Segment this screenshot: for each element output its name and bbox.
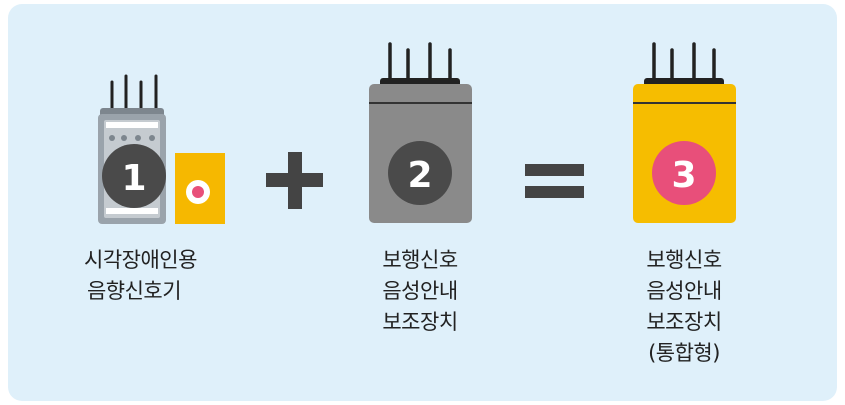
voice-guidance-device: 2 — [369, 42, 472, 223]
badge-2 — [388, 141, 452, 205]
caption-2-line-3: 보조장치 — [382, 310, 458, 334]
caption-2-line-2: 음성안내 — [382, 279, 458, 303]
caption-2-line-1: 보행신호 — [382, 248, 458, 272]
caption-3-line-2: 음성안내 — [646, 279, 722, 303]
badge-3 — [652, 141, 716, 205]
caption-1-line-1: 시각장애인용 — [84, 248, 197, 272]
equals-icon — [525, 164, 584, 198]
caption-3-line-3: 보조장치 — [646, 310, 722, 334]
caption-1-line-2: 음향신호기 — [86, 279, 182, 303]
caption-2: 보행신호 음성안내 보조장치 — [370, 245, 470, 338]
badge-3-number: 3 — [671, 155, 696, 196]
badge-2-number: 2 — [407, 155, 432, 196]
caption-3-line-4: (통합형) — [648, 341, 720, 365]
caption-1: 시각장애인용 음향신호기 — [84, 245, 197, 307]
integrated-device: 3 — [633, 42, 736, 223]
badge-1 — [102, 144, 166, 208]
badge-1-number: 1 — [121, 158, 146, 199]
caption-3-line-1: 보행신호 — [646, 248, 722, 272]
caption-3: 보행신호 음성안내 보조장치 (통합형) — [634, 245, 734, 369]
acoustic-signal-device: 1 — [98, 74, 225, 224]
plus-icon — [266, 152, 323, 209]
